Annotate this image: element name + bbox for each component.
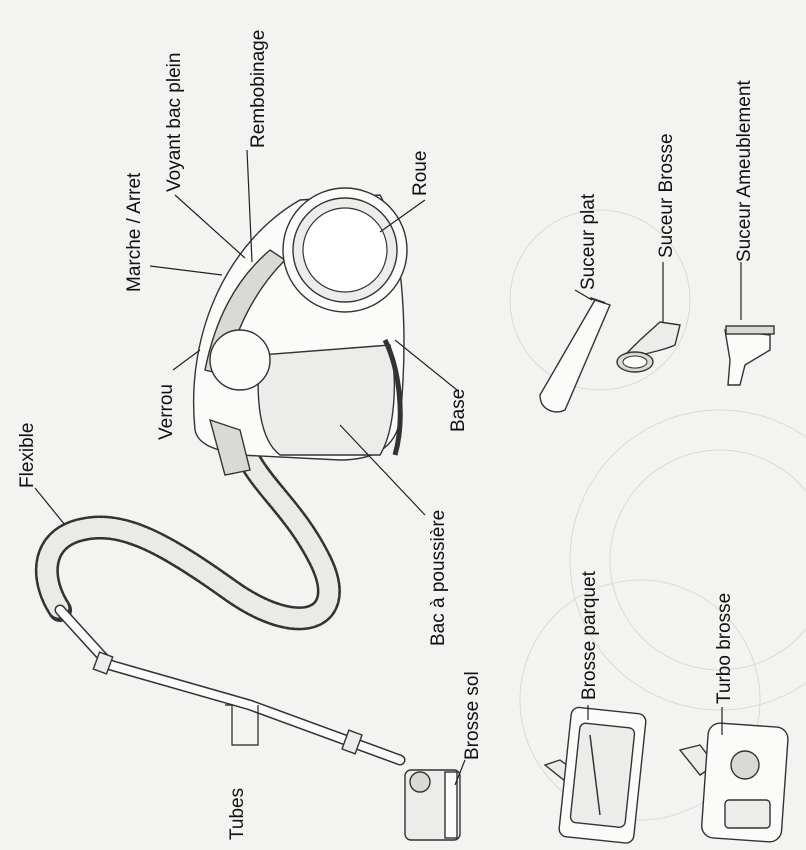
label-tubes: Tubes — [227, 788, 248, 840]
label-flexible: Flexible — [17, 423, 38, 488]
label-base: Base — [448, 389, 469, 432]
label-bac-a-poussiere: Bac à poussière — [428, 510, 449, 646]
label-suceur-brosse: Suceur Brosse — [656, 133, 677, 258]
label-voyant-bac-plein: Voyant bac plein — [164, 53, 185, 192]
vacuum-body — [193, 187, 408, 476]
label-rembobinage: Rembobinage — [248, 30, 269, 148]
flexible-hose — [35, 423, 341, 631]
label-brosse-parquet: Brosse parquet — [579, 570, 600, 700]
label-roue: Roue — [410, 151, 431, 196]
turbo-brosse-image — [678, 722, 789, 843]
label-brosse-sol: Brosse sol — [462, 671, 483, 760]
suceur-ameublement-image — [724, 325, 775, 386]
brosse-parquet-image — [543, 706, 647, 844]
leader-lines — [34, 149, 742, 786]
suceur-plat-image — [539, 297, 611, 413]
label-turbo-brosse: Turbo brosse — [714, 593, 735, 704]
label-suceur-ameublement: Suceur Ameublement — [734, 80, 755, 262]
label-marche-arret: Marche / Arret — [124, 172, 145, 292]
background-watermark — [509, 209, 806, 821]
tubes — [54, 604, 406, 766]
brosse-sol-image — [404, 769, 461, 841]
label-suceur-plat: Suceur plat — [578, 193, 599, 290]
labels: Flexible Verrou Marche / Arret Voyant ba… — [17, 30, 755, 840]
suceur-brosse-image — [616, 321, 681, 373]
label-verrou: Verrou — [156, 384, 177, 440]
